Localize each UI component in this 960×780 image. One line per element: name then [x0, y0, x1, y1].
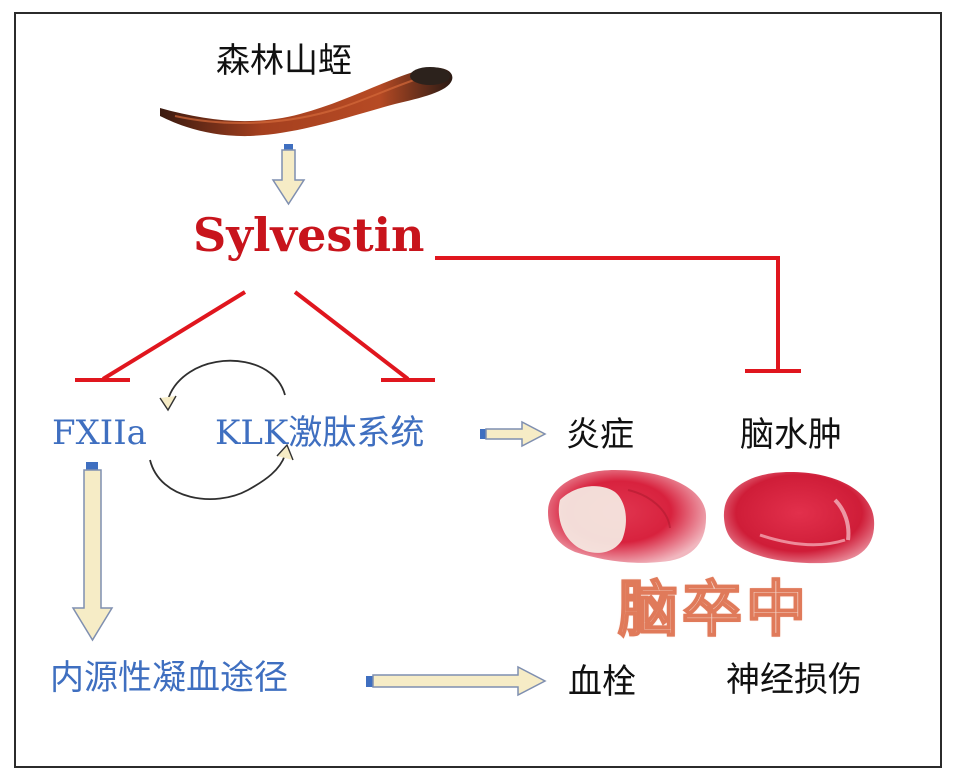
arrow-leech-to-sylvestin	[271, 144, 306, 206]
inhibit-sylvestin-stroke	[435, 256, 801, 373]
leech-image	[160, 67, 453, 137]
thrombosis-label: 血栓	[568, 662, 636, 702]
stroke-label: 脑卒中	[617, 575, 810, 645]
arrow-fxiia-to-pathway	[71, 462, 114, 642]
sylvestin-label: Sylvestin	[193, 208, 425, 262]
diagram-frame	[14, 12, 942, 768]
klk-system-label: KLK激肽系统	[215, 413, 425, 453]
leech-label: 森林山蛭	[216, 41, 352, 81]
intrinsic-pathway-label: 内源性凝血途径	[50, 658, 288, 698]
cycle-arrows	[149, 359, 294, 501]
inhibit-sylvestin-fxiia	[75, 290, 247, 382]
arrow-klk-to-inflammation	[480, 420, 547, 448]
inflammation-label: 炎症	[566, 415, 634, 455]
brain-section-left	[548, 470, 707, 563]
arrow-pathway-to-thrombosis	[366, 665, 547, 697]
neuro-damage-label: 神经损伤	[726, 660, 862, 700]
fxiia-label: FXIIa	[52, 413, 147, 453]
brain-section-right	[723, 472, 875, 564]
inhibit-sylvestin-klk	[293, 290, 435, 382]
edema-label: 脑水肿	[740, 415, 842, 455]
